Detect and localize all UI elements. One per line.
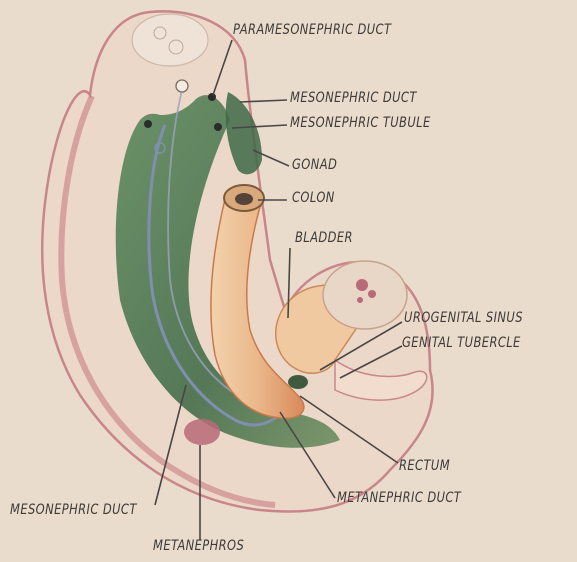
duct-cross-section: [214, 123, 222, 131]
label-gonad: GONAD: [292, 157, 337, 173]
duct-cross-section: [144, 120, 152, 128]
label-mesonephric-duct-top: MESONEPHRIC DUCT: [290, 90, 417, 106]
label-mesonephric-duct-bottom: MESONEPHRIC DUCT: [10, 502, 137, 518]
label-mesonephric-tubule: MESONEPHRIC TUBULE: [290, 115, 431, 131]
duct-cross-section: [176, 80, 188, 92]
label-urogenital-sinus: UROGENITAL SINUS: [404, 310, 523, 326]
label-rectum: RECTUM: [399, 458, 450, 474]
sac-vesicle: [356, 279, 368, 291]
allantoic-sac: [323, 261, 407, 329]
duct-cross-section: [208, 93, 216, 101]
label-paramesonephric-duct: PARAMESONEPHRIC DUCT: [233, 22, 391, 38]
label-metanephros: METANEPHROS: [153, 538, 244, 554]
cloaca-opening: [288, 375, 308, 389]
metanephros-blob: [184, 419, 220, 445]
label-bladder: BLADDER: [295, 230, 353, 246]
label-genital-tubercle: GENITAL TUBERCLE: [402, 335, 521, 351]
colon-lumen-inner: [235, 193, 253, 205]
sac-vesicle: [368, 290, 376, 298]
label-metanephric-duct: METANEPHRIC DUCT: [337, 490, 461, 506]
head-region: [132, 14, 208, 66]
label-colon: COLON: [292, 190, 335, 206]
sac-vesicle: [357, 297, 363, 303]
